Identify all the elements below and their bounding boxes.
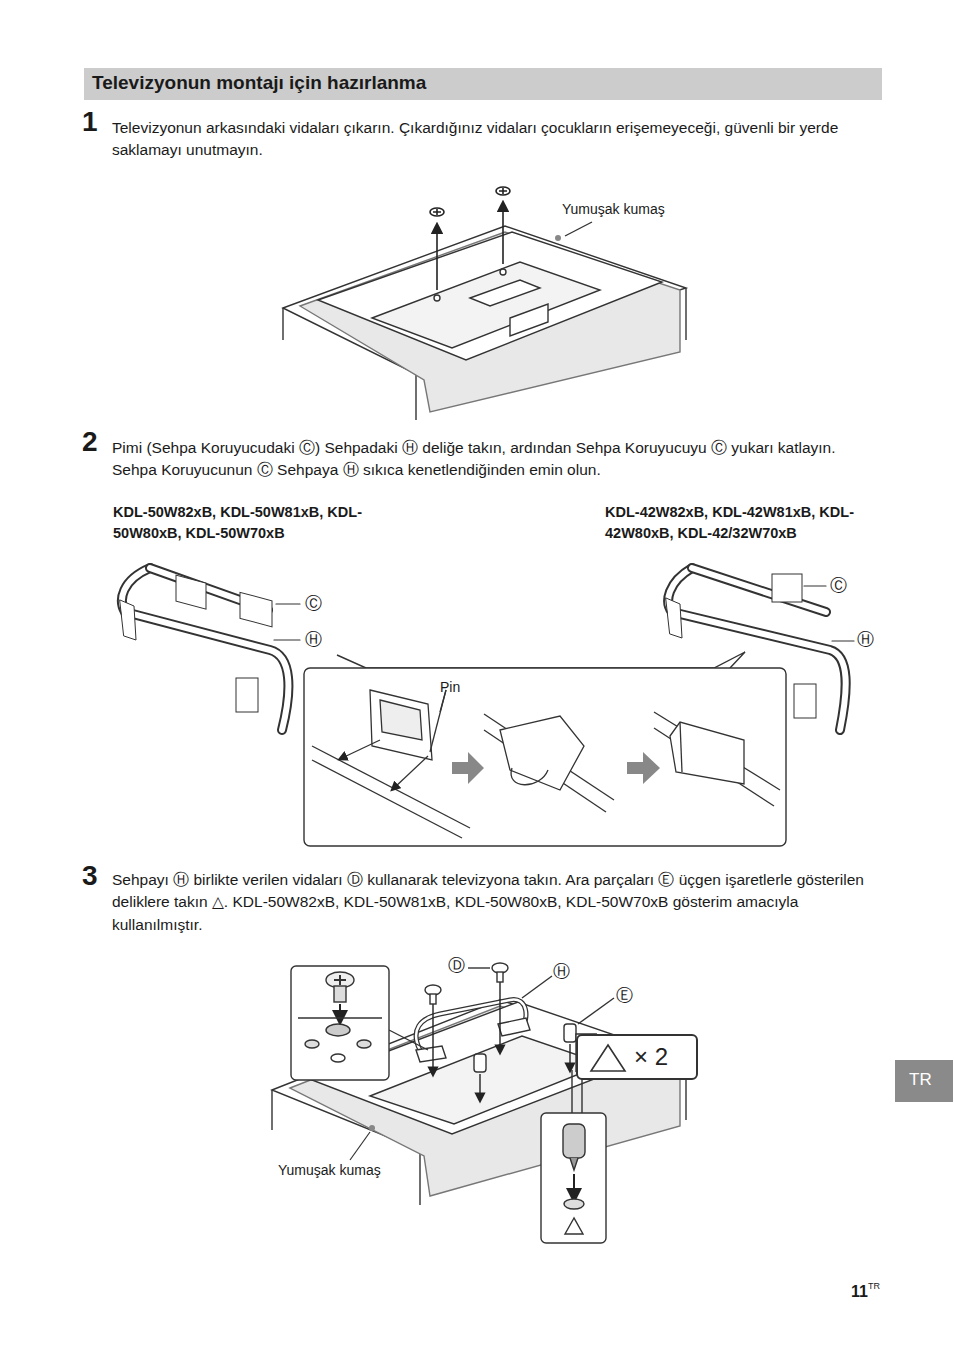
page-number: 11: [851, 1280, 868, 1303]
step-number: 3: [82, 862, 98, 890]
leader-line: [350, 1132, 370, 1160]
step-number: 2: [82, 428, 98, 456]
screw-arrows-1: [430, 187, 510, 290]
callout-letter: Ⓔ: [616, 984, 633, 1009]
node-text: TR: [909, 1070, 939, 1090]
triangle-symbol: [588, 1042, 628, 1074]
callout-letter: Ⓗ: [857, 628, 874, 653]
callout-letter: Ⓒ: [830, 574, 847, 599]
callout-letter: Ⓓ: [448, 954, 465, 979]
quantity-box: × 2: [576, 1034, 698, 1080]
part-label: Yumuşak kumaş: [562, 199, 665, 219]
node-text: × 2: [634, 1043, 688, 1071]
tv-on-table-3: [272, 1000, 686, 1205]
instruction-text: Sehpayı Ⓗ birlikte verilen vidaları Ⓓ ku…: [112, 869, 882, 936]
spacer-inset: [541, 1113, 606, 1243]
callout-letter: Ⓗ: [553, 960, 570, 985]
callout-letter: Ⓗ: [305, 628, 322, 653]
step-number: 1: [82, 108, 98, 136]
language-code: TR: [868, 1280, 880, 1293]
part-label: Pin: [440, 677, 460, 697]
model-list: KDL-42W82xB, KDL-42W81xB, KDL-42W80xB, K…: [605, 502, 895, 544]
section-heading: Televizyonun montajı için hazırlanma: [84, 68, 882, 100]
model-list: KDL-50W82xB, KDL-50W81xB, KDL-50W80xB, K…: [113, 502, 373, 544]
instruction-text: Pimi (Sehpa Koruyucudaki Ⓒ) Sehpadaki Ⓗ …: [112, 437, 882, 482]
instruction-text: Televizyonun arkasındaki vidaları çıkarı…: [112, 117, 882, 162]
stand-large: [120, 568, 300, 730]
callout-letter: Ⓒ: [305, 592, 322, 617]
part-label: Yumuşak kumaş: [278, 1160, 381, 1180]
screw-inset: [291, 966, 428, 1080]
tv-on-table-1: [283, 222, 686, 420]
detail-inset: [304, 652, 786, 846]
language-tab: TR: [895, 1060, 953, 1102]
